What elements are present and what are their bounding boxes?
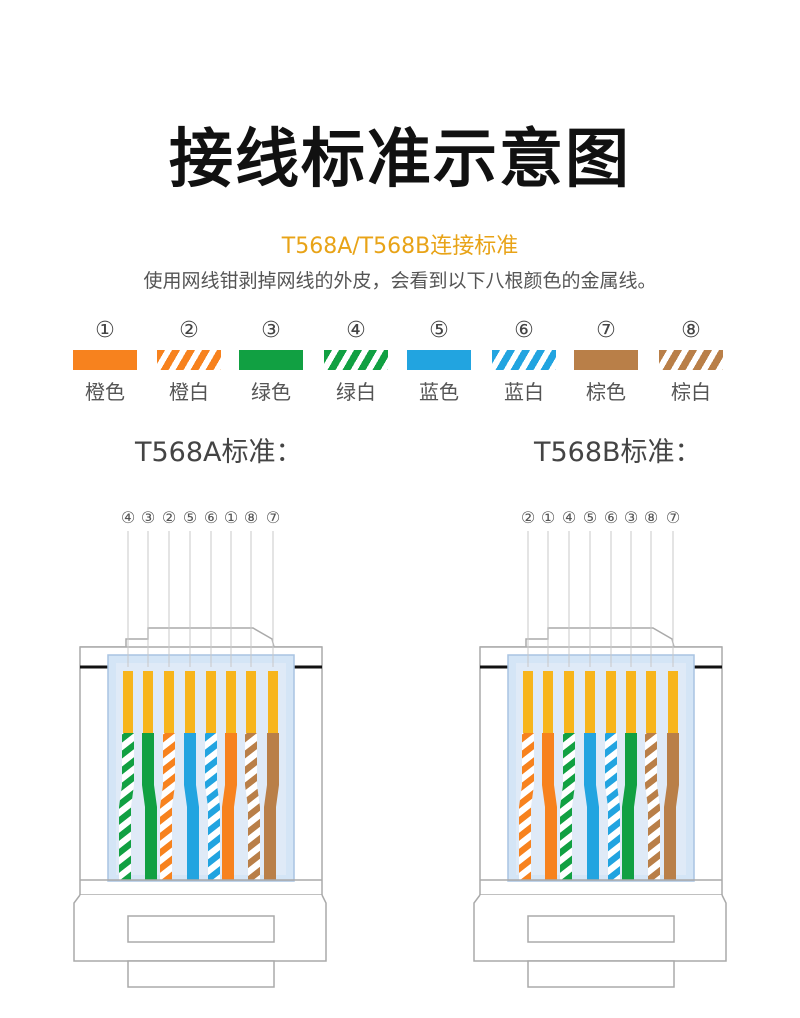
contact-pin — [564, 671, 574, 733]
legend-number: ④ — [346, 318, 366, 343]
contact-pin — [606, 671, 616, 733]
connector-top-outline — [480, 627, 722, 648]
pin-number-label: ② — [162, 508, 176, 527]
legend-item: ⑥ 蓝白 — [484, 318, 564, 405]
pin-number-label: ⑥ — [204, 508, 218, 527]
wire-橙色 — [542, 733, 557, 880]
wire-棕色 — [264, 733, 279, 880]
legend-number: ⑦ — [596, 318, 616, 343]
wire-绿色 — [622, 733, 637, 880]
t568a-label: T568A标准： — [135, 437, 303, 468]
pin-number-label: ③ — [624, 508, 638, 527]
pin-number-label: ③ — [141, 508, 155, 527]
legend-item: ① 橙色 — [65, 318, 145, 405]
wire-绿白 — [560, 733, 575, 880]
legend-label: 绿白 — [336, 380, 376, 404]
legend-number: ⑧ — [681, 318, 701, 343]
legend-label: 橙色 — [85, 380, 125, 404]
legend-number: ③ — [261, 318, 281, 343]
pin-number-label: ⑧ — [644, 508, 658, 527]
wire-橙白 — [160, 733, 175, 880]
pin-number-label: ④ — [121, 508, 135, 527]
pin-number-label: ⑥ — [604, 508, 618, 527]
legend-item: ② 橙白 — [149, 318, 229, 405]
wire-蓝色 — [584, 733, 599, 880]
legend-color-swatch — [73, 350, 137, 370]
pin-number-label: ④ — [562, 508, 576, 527]
contact-pin — [646, 671, 656, 733]
contact-pin — [164, 671, 174, 733]
contact-pin — [246, 671, 256, 733]
legend-item: ⑧ 棕白 — [651, 318, 731, 405]
pin-number-label: ⑧ — [244, 508, 258, 527]
pin-number-label: ① — [224, 508, 238, 527]
standards-subtitle: T568A/T568B连接标准 — [281, 234, 519, 259]
legend-item: ⑦ 棕色 — [566, 318, 646, 405]
connector-inner-window — [116, 663, 286, 875]
wire-蓝白 — [205, 733, 220, 880]
legend-color-swatch — [157, 350, 221, 370]
contact-pin — [226, 671, 236, 733]
connector-boot-slot — [527, 915, 675, 943]
contact-pin — [206, 671, 216, 733]
legend-number: ⑤ — [429, 318, 449, 343]
wire-橙白 — [519, 733, 534, 880]
pin-number-label: ⑤ — [183, 508, 197, 527]
contact-pin — [626, 671, 636, 733]
connector-cable-stub — [527, 960, 675, 988]
legend-color-swatch — [407, 350, 471, 370]
legend-color-swatch — [574, 350, 638, 370]
wire-绿色 — [142, 733, 157, 880]
t568b-label: T568B标准： — [534, 437, 702, 468]
wire-绿白 — [119, 733, 134, 880]
contact-pin — [143, 671, 153, 733]
pin-number-label: ① — [541, 508, 555, 527]
legend-color-swatch — [239, 350, 303, 370]
connector-cable-stub — [127, 960, 275, 988]
contact-pin — [585, 671, 595, 733]
connector-top-outline — [80, 627, 322, 648]
wire-棕色 — [664, 733, 679, 880]
legend-label: 蓝白 — [504, 380, 544, 404]
wire-棕白 — [245, 733, 260, 880]
legend-item: ⑤ 蓝色 — [399, 318, 479, 405]
legend-label: 橙白 — [169, 380, 209, 404]
contact-pin — [123, 671, 133, 733]
pin-number-label: ⑦ — [666, 508, 680, 527]
legend-number: ② — [179, 318, 199, 343]
pin-number-label: ② — [521, 508, 535, 527]
wire-橙色 — [222, 733, 237, 880]
legend-color-swatch — [324, 350, 388, 370]
contact-pin — [268, 671, 278, 733]
legend-item: ④ 绿白 — [316, 318, 396, 405]
contact-pin — [668, 671, 678, 733]
legend-item: ③ 绿色 — [231, 318, 311, 405]
legend-label: 蓝色 — [419, 380, 459, 404]
legend-label: 棕白 — [671, 380, 711, 404]
connector-boot-slot — [127, 915, 275, 943]
pin-number-label: ⑤ — [583, 508, 597, 527]
legend-color-swatch — [659, 350, 723, 370]
legend-color-swatch — [492, 350, 556, 370]
legend-label: 棕色 — [586, 380, 626, 404]
legend-number: ⑥ — [514, 318, 534, 343]
pin-number-label: ⑦ — [266, 508, 280, 527]
legend-label: 绿色 — [251, 380, 291, 404]
wire-蓝色 — [184, 733, 199, 880]
description-text: 使用网线钳剥掉网线的外皮，会看到以下八根颜色的金属线。 — [143, 270, 657, 292]
wire-蓝白 — [605, 733, 620, 880]
legend-number: ① — [95, 318, 115, 343]
contact-pin — [185, 671, 195, 733]
connector-inner-window — [516, 663, 686, 875]
page-title: 接线标准示意图 — [169, 123, 631, 197]
wire-棕白 — [645, 733, 660, 880]
contact-pin — [523, 671, 533, 733]
contact-pin — [543, 671, 553, 733]
